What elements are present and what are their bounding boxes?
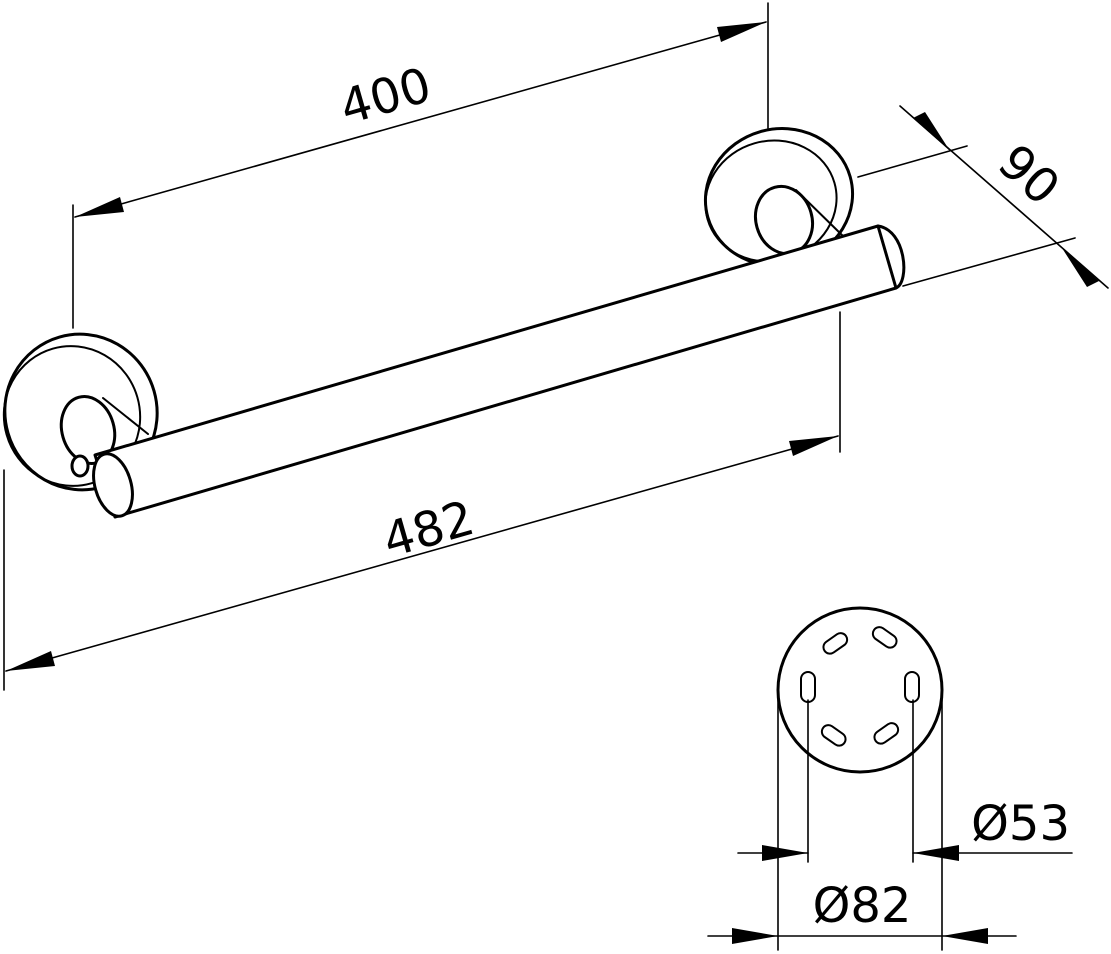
angled-slot xyxy=(822,632,849,655)
left-rosette-edge xyxy=(2,345,142,487)
dimension-line-400 xyxy=(74,21,767,218)
dimension-label-diameter-53: Ø53 xyxy=(971,796,1070,852)
arrowhead xyxy=(732,928,778,944)
arrowhead xyxy=(762,845,808,861)
dimension-label-diameter-82: Ø82 xyxy=(813,878,912,934)
grab-bar xyxy=(92,224,906,519)
rosette-front-view xyxy=(776,606,944,951)
bar-tube xyxy=(93,224,898,519)
rosette-outline xyxy=(776,606,944,774)
extension-line-wall xyxy=(857,145,968,178)
dimension-label-90: 90 xyxy=(987,134,1070,216)
dimension-400: 400 xyxy=(72,2,769,329)
extension-line-bar-front xyxy=(902,237,1076,287)
bar-left-end-cap xyxy=(92,452,134,518)
bar-right-end xyxy=(876,224,906,290)
mounting-slot xyxy=(904,671,920,703)
dimension-90: 90 xyxy=(857,105,1109,289)
dimension-label-482: 482 xyxy=(377,490,481,569)
arrowhead xyxy=(6,651,55,671)
dimension-diameter-82: Ø82 xyxy=(707,878,1017,944)
dimension-label-400: 400 xyxy=(334,57,438,136)
left-post-contour xyxy=(102,397,149,435)
angled-slot xyxy=(873,722,900,745)
arrowhead xyxy=(75,197,124,217)
arrowhead xyxy=(942,928,988,944)
arrowhead xyxy=(913,845,959,861)
angled-slot xyxy=(871,626,898,649)
dimension-diameter-53: Ø53 xyxy=(737,796,1073,861)
set-screw xyxy=(70,454,90,478)
arrowhead xyxy=(717,22,766,42)
right-wall-mount xyxy=(703,127,855,267)
dimension-482: 482 xyxy=(3,311,841,691)
angled-slot xyxy=(820,724,847,747)
arrowhead xyxy=(789,436,838,456)
arrowhead xyxy=(913,112,950,151)
dimension-line-482 xyxy=(5,435,839,672)
right-post-contour xyxy=(795,189,846,239)
arrowhead xyxy=(1062,248,1099,287)
